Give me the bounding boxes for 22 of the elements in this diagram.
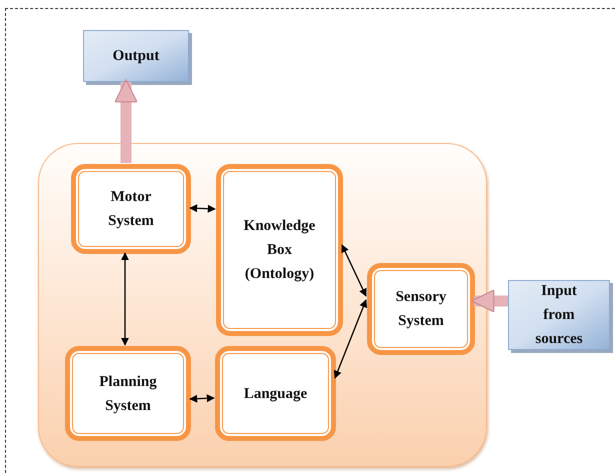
process-box (367, 263, 475, 355)
node-label: Knowledge Box (Ontology) (242, 217, 316, 284)
block-arrow (471, 289, 508, 313)
block-arrow (114, 79, 138, 163)
process-box (216, 164, 343, 336)
arrow (341, 244, 367, 297)
io-box (83, 30, 189, 82)
arrow (121, 252, 129, 346)
node-label: Input from sources (534, 282, 584, 349)
node-label: Planning System (98, 372, 158, 416)
process-box (71, 164, 191, 254)
arrow (189, 204, 216, 213)
io-box (508, 280, 610, 350)
arrow (334, 299, 368, 379)
node-label: Sensory System (394, 288, 448, 331)
node-label: Language (244, 384, 308, 404)
arrow (189, 394, 215, 403)
node-label: Output (112, 47, 160, 66)
process-box (65, 346, 191, 441)
process-box (215, 346, 336, 441)
node-label: Motor System (107, 188, 155, 231)
system-panel (38, 143, 487, 467)
